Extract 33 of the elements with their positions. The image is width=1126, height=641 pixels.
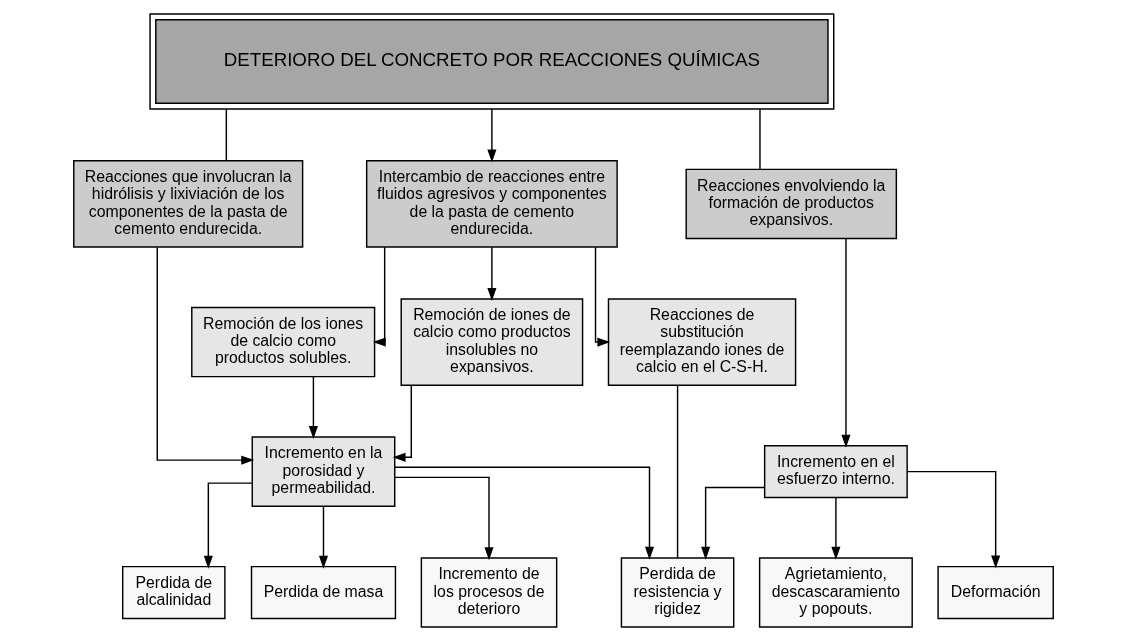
connector — [758, 108, 761, 170]
arrow — [830, 497, 840, 560]
node-box: Incremento de los procesos de deterioro — [420, 557, 557, 628]
arrow — [308, 376, 318, 439]
node-box: Incremento en la porosidad y permeabilidad. — [251, 436, 395, 507]
arrow — [372, 246, 386, 347]
node-box: Perdida de resistencia y rigidez — [620, 557, 734, 628]
arrow — [392, 384, 412, 462]
arrow — [393, 476, 494, 561]
node-box: Reacciones envolviendo la formación de productos expansivos. — [685, 168, 897, 240]
arrow — [840, 238, 850, 448]
node-box: Deformación — [936, 565, 1054, 620]
node-box: Reacciones que involucran la hidrólisis y lixiviación de los componentes de la pasta de cemento endurecida. — [72, 160, 303, 248]
arrow — [906, 470, 1000, 569]
node-box: Agrietamiento, descascaramiento y popouts. — [758, 557, 913, 628]
node-box: Perdida de alcalinidad — [121, 565, 226, 620]
connector — [676, 385, 678, 559]
arrow — [486, 246, 496, 302]
arrow — [156, 246, 254, 465]
arrow — [486, 108, 496, 163]
node-box: Reacciones de substitución reemplazando iones de calcio en el C-S-H. — [607, 298, 796, 386]
arrow — [318, 505, 328, 569]
arrow — [700, 486, 765, 560]
node-box: Remoción de los iones de calcio como productos solubles. — [190, 306, 375, 378]
arrow — [203, 482, 253, 569]
node-box: Perdida de masa — [250, 565, 396, 620]
node-box: DETERIORO DEL CONCRETO POR REACCIONES QUÍMICAS — [148, 13, 834, 110]
node-box: Incremento en el esfuerzo interno. — [763, 445, 908, 499]
node-box: Intercambio de reacciones entre fluidos agresivos y componentes de la pasta de cemento endurecida. — [365, 160, 618, 248]
arrow — [594, 246, 610, 347]
arrow — [393, 466, 654, 560]
node-box: Remoción de iones de calcio como productos insolubles no expansivos. — [400, 298, 583, 386]
connector — [225, 108, 227, 161]
